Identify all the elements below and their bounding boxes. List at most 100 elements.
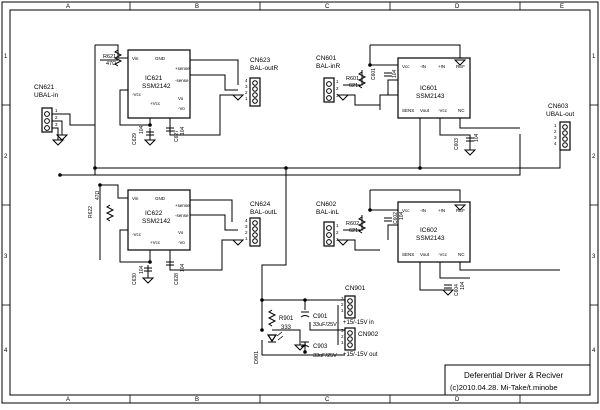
cn623-name: BAL-outR <box>250 65 278 72</box>
d901-ref: D901 <box>254 351 260 364</box>
ic621-pin-negvo: -Vo <box>178 106 185 111</box>
title-block: Deferential Driver & Reciver (c)2010.04.… <box>444 364 591 396</box>
ic621-ref: IC621 <box>145 75 163 82</box>
cn602-name: BAL-inL <box>316 209 340 216</box>
c628-capacitor: C628 104 <box>166 261 186 285</box>
ic622-pin-negvcc: -Vcc <box>132 232 142 237</box>
r621-value: 47Ω <box>106 61 116 67</box>
c603-capacitor: C603 104 <box>454 133 480 150</box>
row-label-1: 1 <box>4 54 8 60</box>
c601-capacitor: C601 104 <box>371 68 398 80</box>
c603-ref: C603 <box>454 138 460 150</box>
cn601-pin-1: 1 <box>336 79 339 84</box>
ic602-pin-vcc: Vcc <box>402 208 410 213</box>
ic601-pin-ref: REF <box>456 64 465 69</box>
cn902-label: +15/-15V out <box>343 352 378 358</box>
c604-value: 104 <box>460 281 466 290</box>
cn601-ref: CN601 <box>316 55 337 62</box>
r602-resistor: R602 621 <box>346 216 367 234</box>
c630-capacitor: C630 104 <box>132 265 152 285</box>
c627-value: 104 <box>180 126 186 135</box>
ic601-part: SSM2143 <box>416 93 445 100</box>
ic601-ref: IC601 <box>420 85 438 92</box>
c603-value: 104 <box>474 133 480 142</box>
c627-ref: C627 <box>174 130 180 142</box>
cn901-label: +15/-15V in <box>343 320 374 326</box>
ic622-pin-possense: +sense <box>175 203 190 208</box>
ic602-pin-negvcc: -Vcc <box>438 252 448 257</box>
cn624-ref: CN624 <box>250 201 271 208</box>
c602-capacitor: C602 104 <box>384 211 405 224</box>
col-label-b-bottom: B <box>195 397 199 403</box>
ic602-pin-vout: Vout <box>420 252 430 257</box>
ic622-ref: IC622 <box>145 210 163 217</box>
c901-capacitor: C901 33uF/25V <box>300 311 337 328</box>
ic601-pin-posin: +IN <box>438 64 445 69</box>
cn623-pin-4: 4 <box>245 78 248 83</box>
cn602-pin-1: 1 <box>336 223 339 228</box>
cn901-pin-1: 1 <box>341 308 344 313</box>
row-label-4-right: 4 <box>592 348 596 354</box>
ic622-part: SSM2142 <box>142 218 171 225</box>
cn902-pin-3: 3 <box>341 328 344 333</box>
cn901-ref: CN901 <box>345 285 366 292</box>
cn623-connector: CN623 BAL-outR 4 3 2 1 <box>245 57 278 107</box>
ic621-pin-negvcc: -Vcc <box>132 92 142 97</box>
cn603-pin-2: 2 <box>554 129 557 134</box>
r621-ref: R621 <box>103 54 116 60</box>
cn901-pin-3: 3 <box>341 296 344 301</box>
cn601-name: BAL-inR <box>316 63 341 70</box>
c903-capacitor: C903 33uF/25V <box>300 341 337 359</box>
col-label-c-bottom: C <box>325 397 330 403</box>
col-label-d-bottom: D <box>455 397 460 403</box>
col-label-e: E <box>560 4 564 10</box>
ic621-pin-vo: Vo <box>178 96 184 101</box>
cn601-connector: CN601 BAL-inR 1 2 3 <box>316 55 341 103</box>
c601-ref: C601 <box>371 68 377 80</box>
ic622-pin-gnd: GND <box>155 196 166 201</box>
r622-value: 47Ω <box>95 190 101 200</box>
cn603-pin-3: 3 <box>554 135 557 140</box>
ic621: IC621 SSM2142 Vin GND -Vcc +Vcc +sense -… <box>127 49 191 119</box>
cn602-ref: CN602 <box>316 201 337 208</box>
cn603-name: UBAL-out <box>546 111 574 118</box>
col-label-a: A <box>66 4 70 10</box>
ic621-pin-possense: +sense <box>175 66 190 71</box>
r622-ref: R622 <box>88 206 94 218</box>
ic601-pin-sens: SENS <box>402 108 414 113</box>
r601-ref: R601 <box>346 76 359 82</box>
ic602-pin-sens: SENS <box>402 252 414 257</box>
wires <box>52 44 561 356</box>
c901-value: 33uF/25V <box>313 322 337 328</box>
cn602-connector: CN602 BAL-inL 1 2 3 <box>316 201 340 247</box>
col-label-a-bottom: A <box>66 397 70 403</box>
cn603-pin-4: 4 <box>554 141 557 146</box>
author-text: (c)2010.04.28. Mi-Take/t.minobe <box>450 383 558 392</box>
row-label-3: 3 <box>4 254 8 260</box>
r602-value: 621 <box>349 228 358 234</box>
c628-value: 104 <box>180 263 186 272</box>
cn621-name: UBAL-in <box>34 92 59 99</box>
cn623-pin-3: 3 <box>245 84 248 89</box>
cn623-ref: CN623 <box>250 57 271 64</box>
cn621-pin-2: 2 <box>55 115 58 120</box>
r621-resistor: R621 47Ω <box>103 49 123 67</box>
d901-led: D901 <box>254 331 284 364</box>
ic601-pin-nc: NC <box>458 108 465 113</box>
ic602-pin-negin: -IN <box>420 208 426 213</box>
cn621-ref: CN621 <box>34 84 55 91</box>
cn623-pin-2: 2 <box>245 90 248 95</box>
r901-value: 333 <box>281 325 292 331</box>
c627-capacitor: C627 104 <box>166 126 186 142</box>
ic601-pin-negvcc: -Vcc <box>438 108 448 113</box>
col-label-d: D <box>455 4 460 10</box>
ic601-pin-vout: Vout <box>420 108 430 113</box>
cn621-connector: CN621 UBAL-in 1 2 3 <box>34 84 59 133</box>
c629-capacitor: C629 104 <box>132 125 154 145</box>
r901-ref: R901 <box>279 316 294 322</box>
ic602-ref: IC602 <box>420 227 438 234</box>
row-label-4: 4 <box>4 348 8 354</box>
col-label-c: C <box>325 4 330 10</box>
r602-ref: R602 <box>346 221 359 227</box>
cn623-pin-1: 1 <box>245 96 248 101</box>
